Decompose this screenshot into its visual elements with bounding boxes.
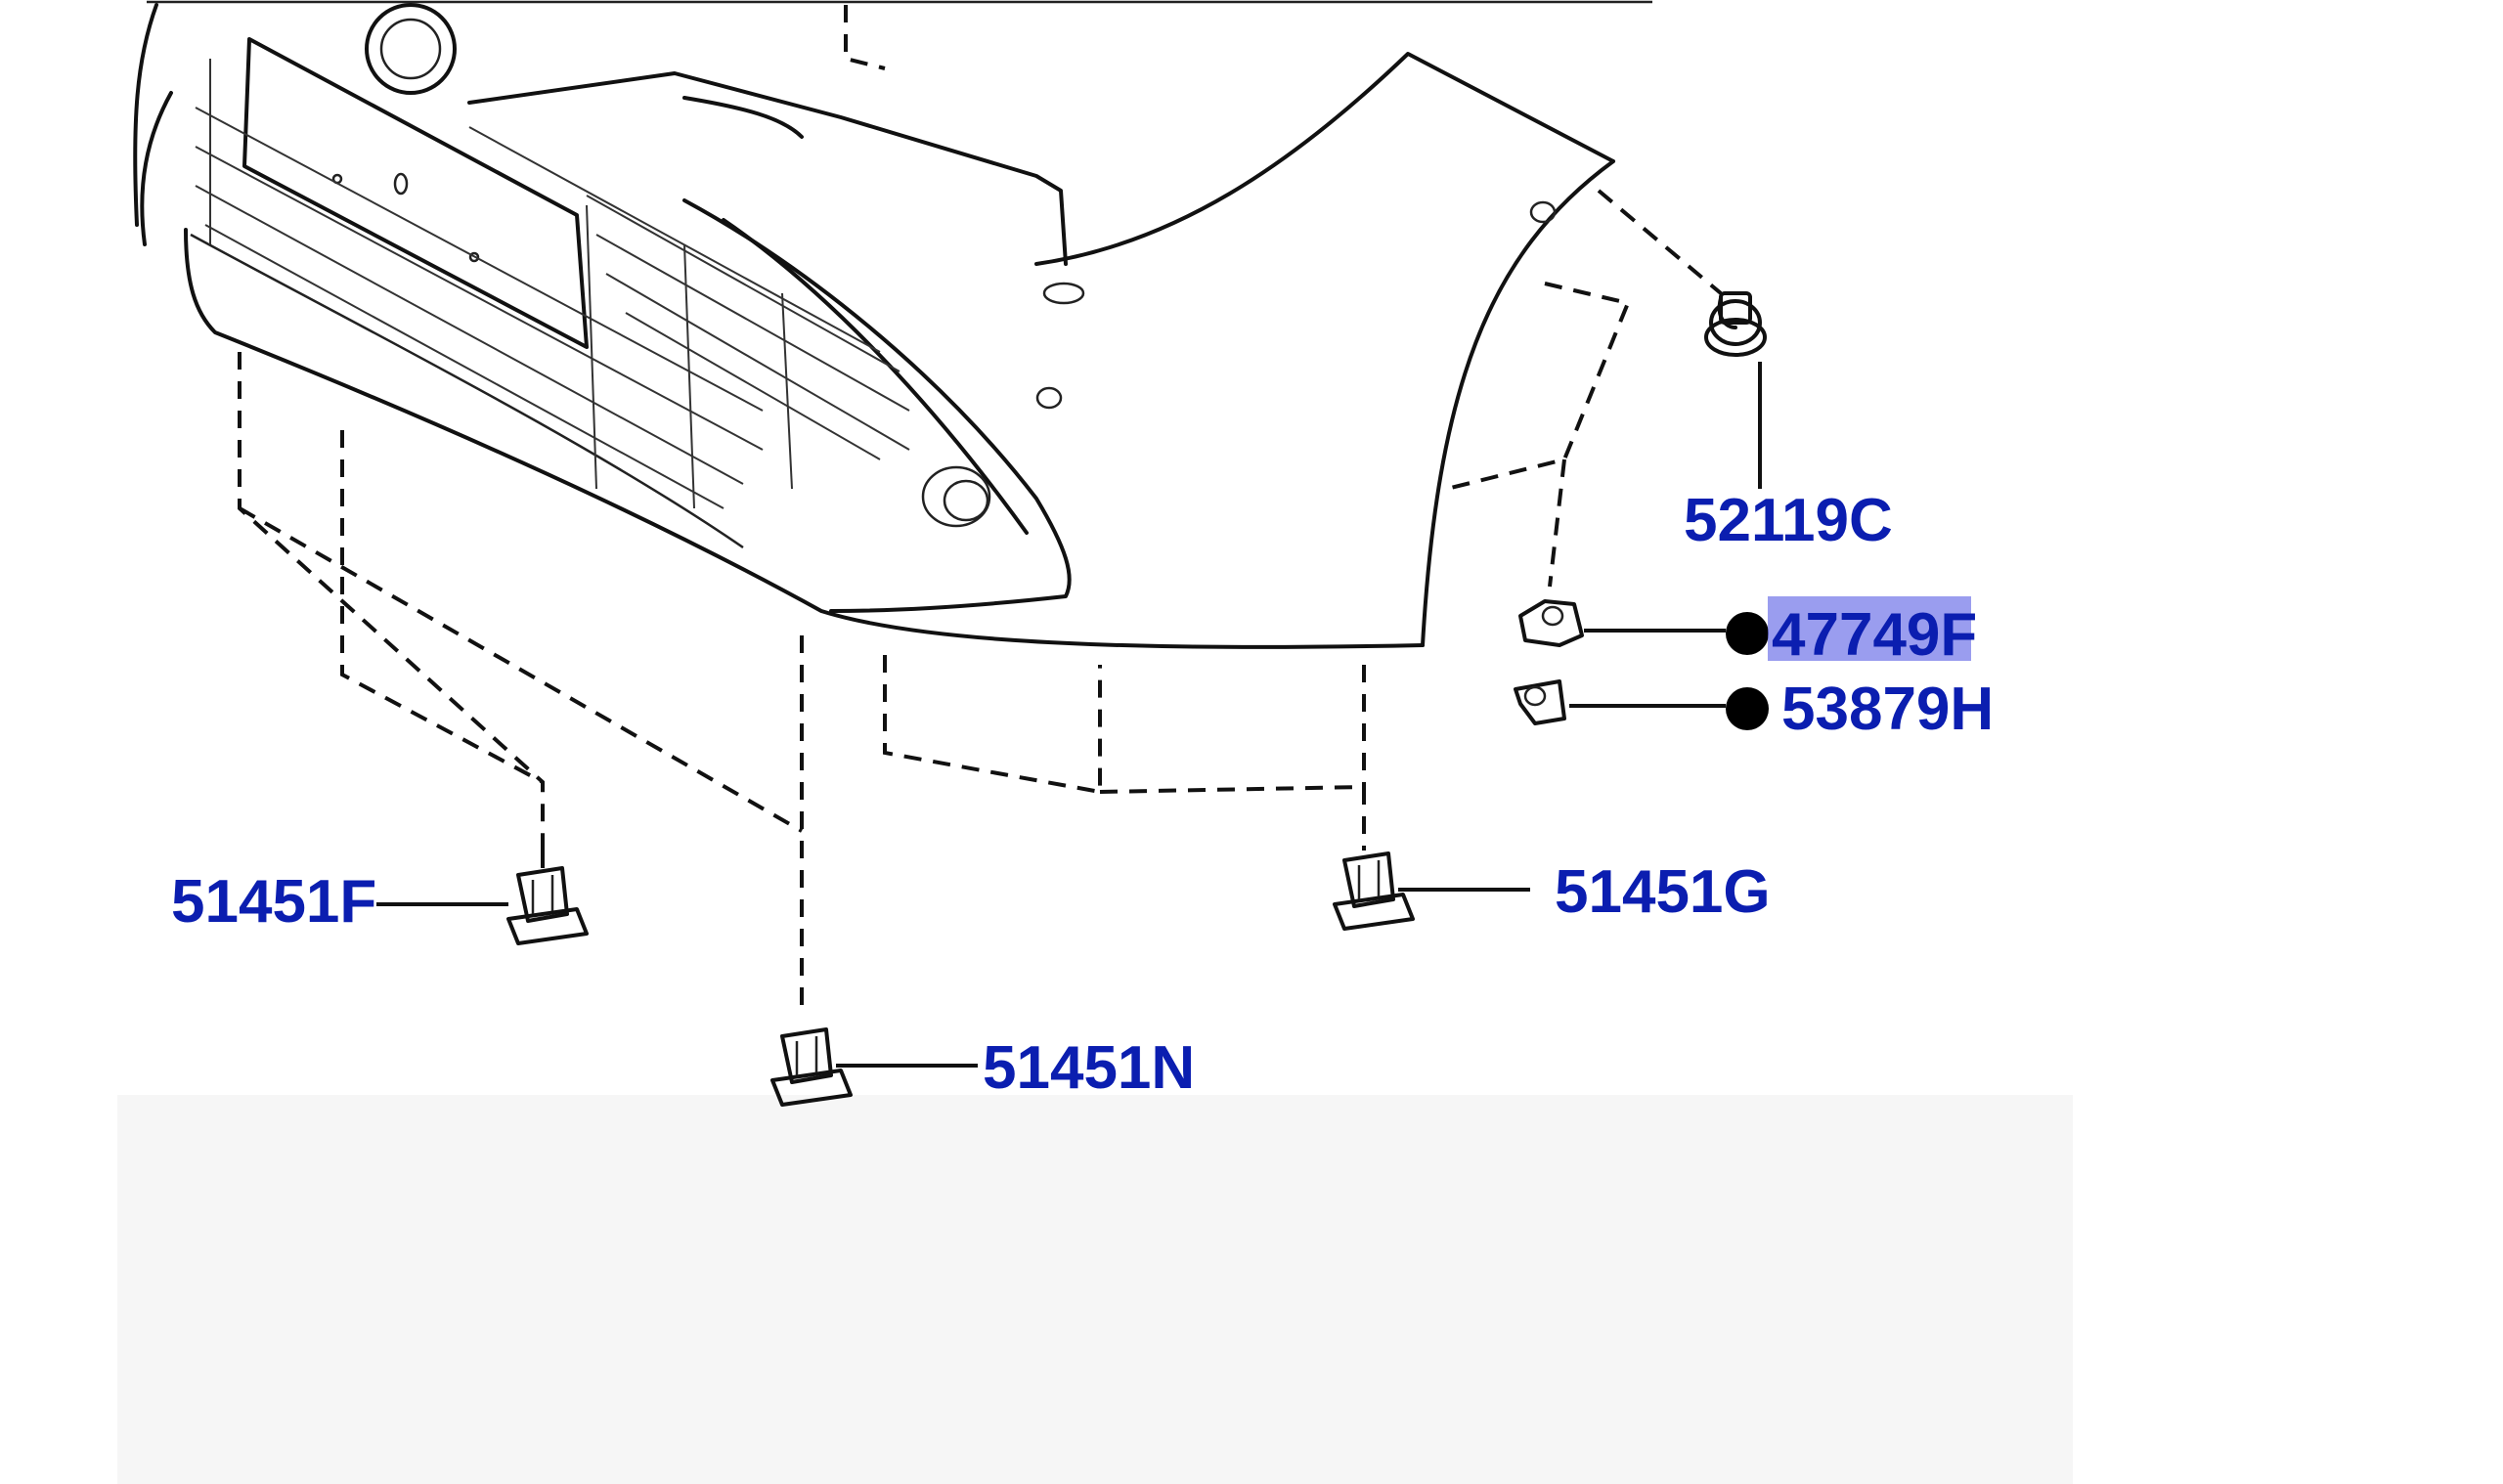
dashed-guide-lines (238, 5, 1723, 1017)
background-band (117, 1095, 2073, 1484)
selection-highlight (1768, 596, 1971, 661)
label-52119C[interactable]: 52119C (1684, 487, 1893, 554)
front-bumper-cover (133, 3, 1615, 649)
label-51451N[interactable]: 51451N (983, 1034, 1195, 1102)
label-51451F[interactable]: 51451F (171, 868, 376, 936)
clip-51451G-part[interactable] (1333, 851, 1415, 931)
retainer-53879H-part[interactable] (1514, 679, 1566, 725)
marker-dot-47749F (1726, 612, 1769, 655)
grille-mesh (195, 59, 910, 509)
label-51451G[interactable]: 51451G (1555, 858, 1771, 926)
label-53879H[interactable]: 53879H (1781, 676, 1994, 743)
retainer-47749F-part[interactable] (1518, 599, 1584, 647)
clip-51451N-part[interactable] (770, 1027, 853, 1107)
screw-52119C-part[interactable] (1704, 291, 1767, 357)
clip-51451F-part[interactable] (506, 866, 589, 945)
marker-dot-53879H (1726, 687, 1769, 730)
label-47749F[interactable]: 47749F (1772, 601, 1977, 669)
